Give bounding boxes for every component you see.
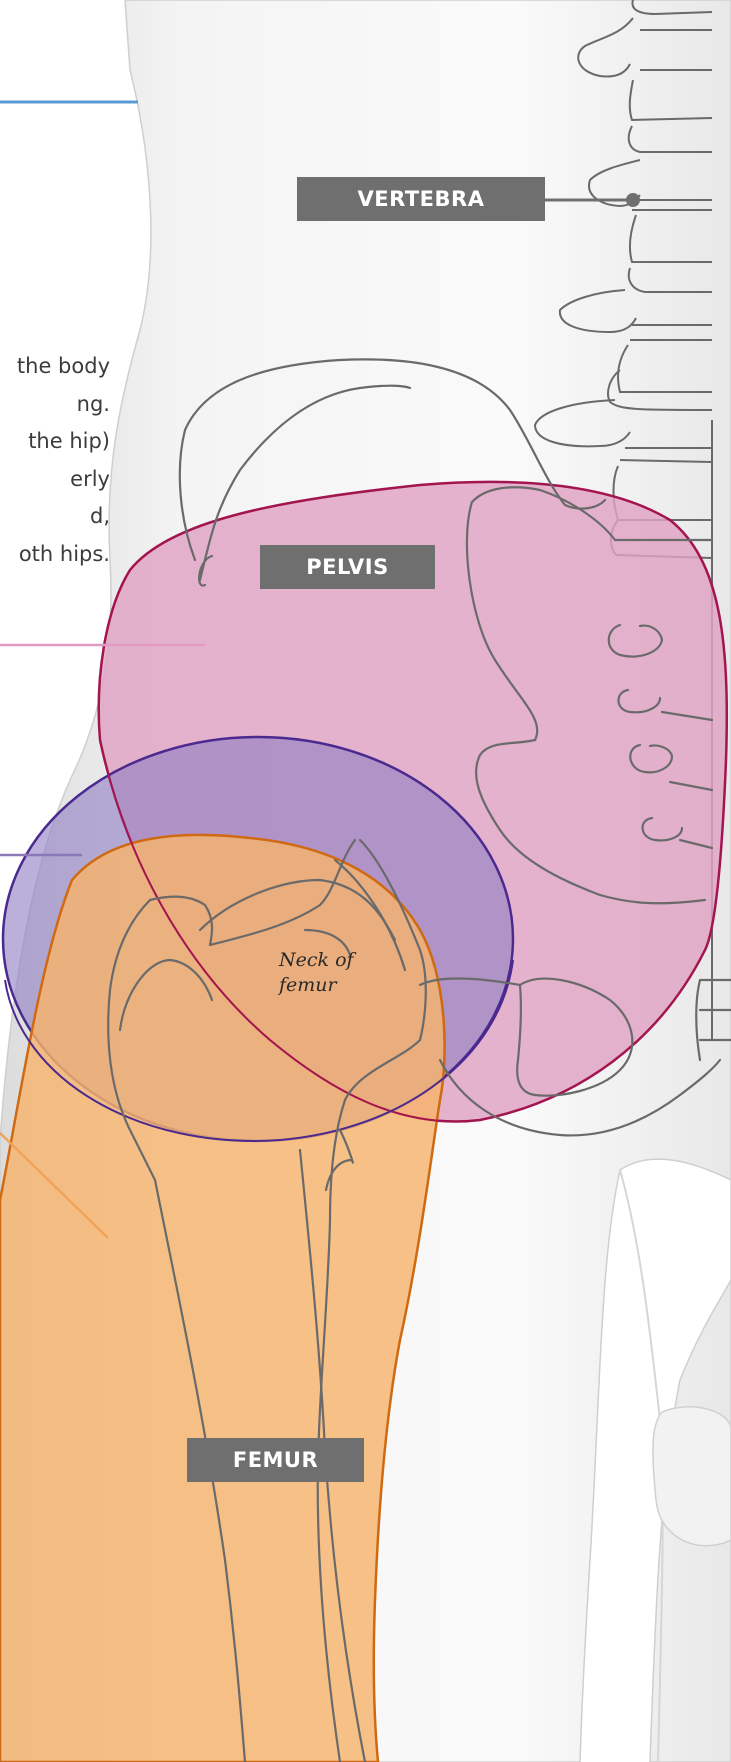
neck-of-femur-label: Neck of femur <box>279 948 354 998</box>
pelvis-label: PELVIS <box>260 545 435 589</box>
vertebra-leader-dot <box>626 193 640 207</box>
text-line-5: d, <box>0 498 110 536</box>
text-line-1: the body <box>0 348 110 386</box>
explanatory-text: the body ng. the hip) erly d, oth hips. <box>0 348 110 573</box>
vertebra-label: VERTEBRA <box>297 177 545 221</box>
neck-of-femur-line-2: femur <box>279 973 354 998</box>
text-line-2: ng. <box>0 386 110 424</box>
text-line-4: erly <box>0 461 110 499</box>
genital-outline <box>653 1407 731 1546</box>
text-line-6: oth hips. <box>0 536 110 574</box>
text-line-3: the hip) <box>0 423 110 461</box>
neck-of-femur-line-1: Neck of <box>279 948 354 973</box>
femur-label: FEMUR <box>187 1438 364 1482</box>
